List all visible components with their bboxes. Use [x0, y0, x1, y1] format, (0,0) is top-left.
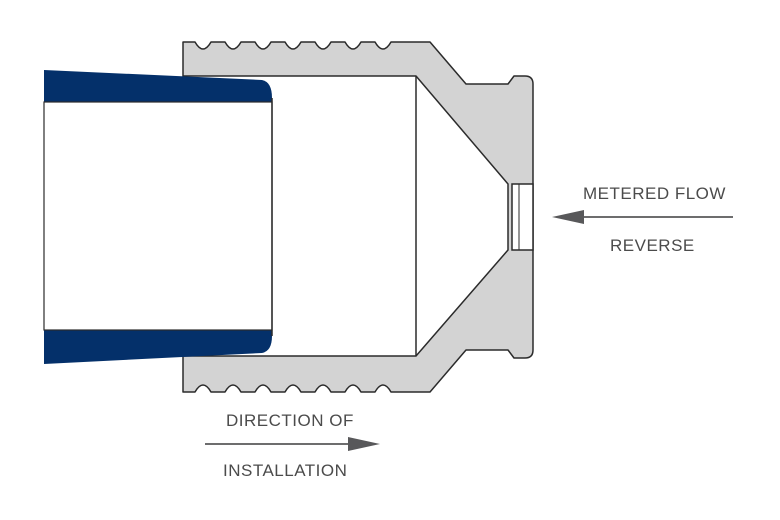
orifice — [511, 183, 534, 251]
pipe-bore — [43, 101, 273, 331]
pipe-top-wall — [44, 70, 272, 102]
direction-of-label: DIRECTION OF — [226, 411, 354, 430]
installation-label: INSTALLATION — [223, 461, 348, 480]
metered-flow-label: METERED FLOW — [583, 184, 726, 203]
installation-arrowhead — [348, 437, 380, 451]
metered-flow-arrowhead — [552, 210, 584, 224]
reverse-label: REVERSE — [610, 236, 695, 255]
pipe-bottom-wall — [44, 330, 272, 364]
